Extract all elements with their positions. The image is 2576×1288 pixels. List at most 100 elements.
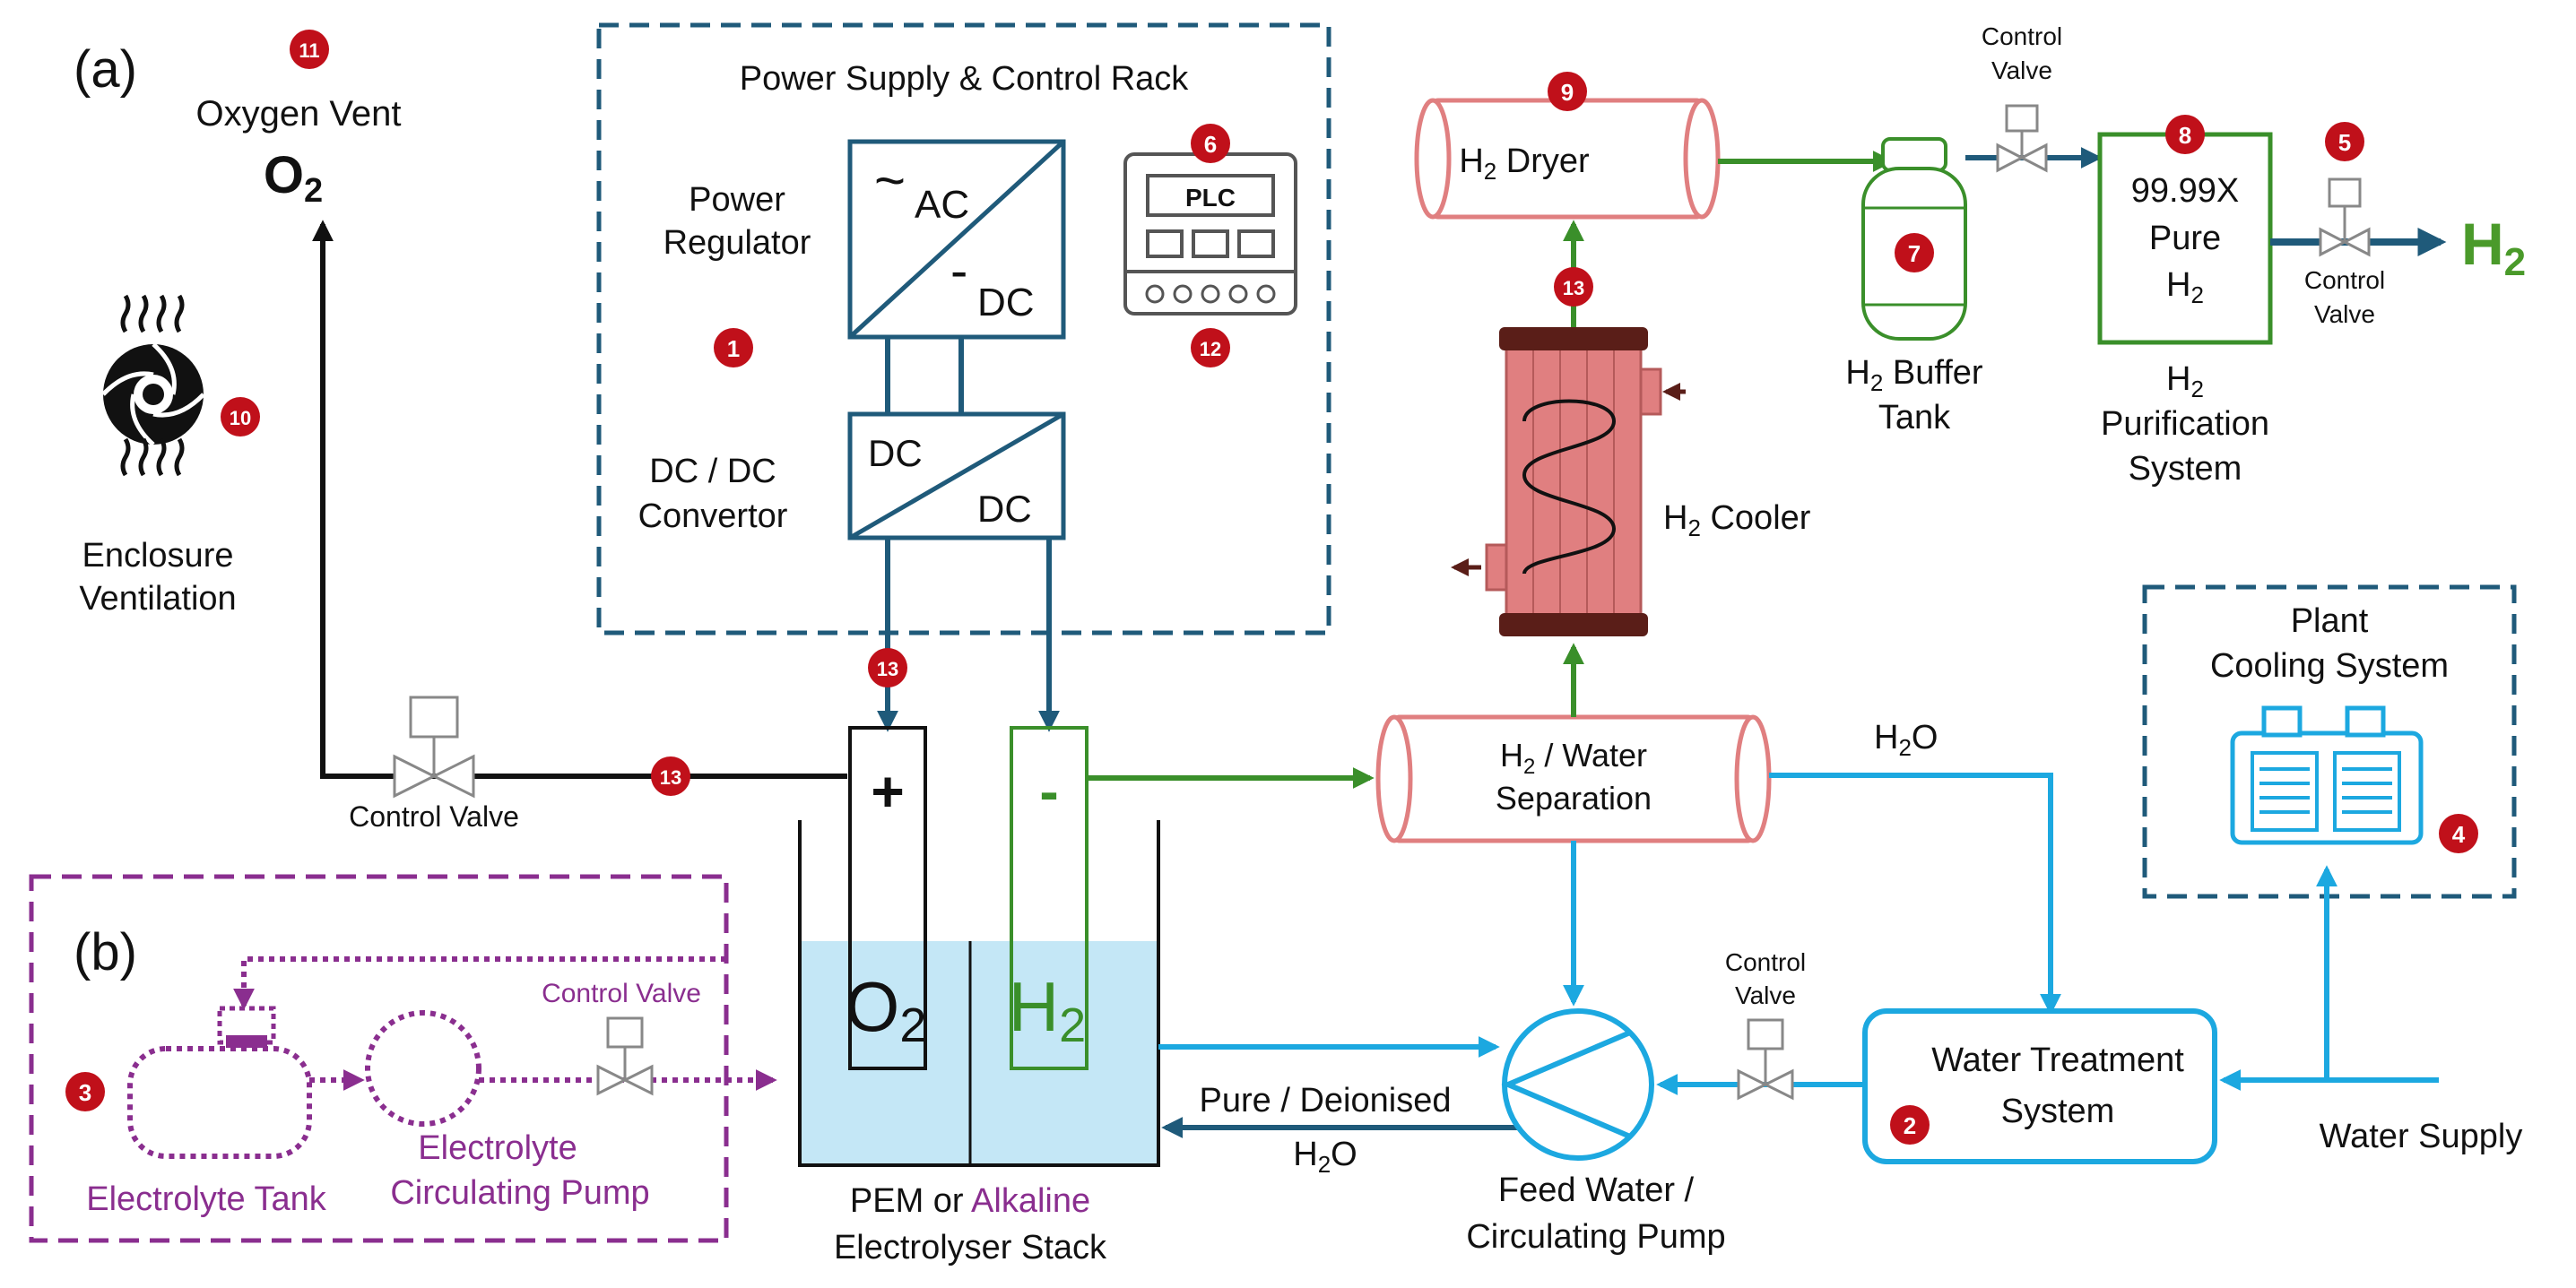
- badge-1: 1: [714, 328, 753, 367]
- badge-10: 10: [221, 397, 260, 437]
- svg-text:5: 5: [2338, 129, 2351, 156]
- svg-text:10: 10: [230, 407, 251, 429]
- badge-7: 7: [1895, 233, 1934, 272]
- electrolyte-control-valve-icon[interactable]: [596, 1016, 654, 1096]
- feedwater-valve-label-1: Control: [1725, 948, 1806, 976]
- anode-electrode: + O2: [846, 726, 927, 1070]
- cathode-electrode: - H2: [1009, 726, 1089, 1070]
- cooler-label: H2 Cooler: [1663, 499, 1811, 541]
- dryer-label: H2 Dryer: [1459, 143, 1590, 185]
- ventilation-fan-icon: [101, 294, 205, 477]
- svg-text:12: 12: [1200, 338, 1221, 360]
- badge-8: 8: [2165, 115, 2205, 154]
- svg-text:6: 6: [1204, 131, 1217, 158]
- plant-cooling-label-2: Cooling System: [2210, 647, 2449, 685]
- oxygen-control-valve-label: Control Valve: [349, 800, 519, 833]
- cooling-tower-icon: [2230, 705, 2424, 845]
- buffer-valve-label-1: Control: [1982, 22, 2062, 50]
- h2-dryer-vessel: [1414, 98, 1721, 220]
- svg-text:~: ~: [874, 151, 906, 211]
- power-regulator-label-1: Power: [689, 181, 785, 219]
- feed-water-pump-icon: [1501, 1008, 1654, 1161]
- stack-label-2: Electrolyser Stack: [834, 1229, 1107, 1266]
- purification-label-2: Purification: [2101, 405, 2269, 443]
- purification-label-3: System: [2129, 450, 2242, 488]
- water-treatment-box: [1862, 1008, 2217, 1164]
- oxygen-vent-label: Oxygen Vent: [195, 94, 401, 134]
- purity-label-1: 99.99X: [2131, 172, 2239, 210]
- svg-text:O2: O2: [846, 967, 927, 1052]
- svg-text:13: 13: [877, 658, 898, 680]
- purity-label-2: Pure: [2149, 220, 2221, 257]
- output-valve-label-1: Control: [2304, 266, 2385, 294]
- badge-13-cooler: 13: [1554, 267, 1593, 307]
- plant-cooling-label-1: Plant: [2291, 602, 2369, 640]
- plc-controller-icon: PLC: [1123, 152, 1297, 316]
- svg-text:+: +: [871, 759, 904, 824]
- purity-label-3: H2: [2166, 266, 2204, 308]
- pure-water-label-2: H2O: [1293, 1136, 1357, 1178]
- h2o-return-label: H2O: [1874, 719, 1938, 761]
- badge-6: 6: [1191, 124, 1230, 163]
- h2-water-separator-vessel: [1375, 714, 1772, 843]
- enclosure-ventilation-label-1: Enclosure: [82, 537, 234, 575]
- svg-text:DC: DC: [868, 432, 923, 474]
- badge-13-oxygen: 13: [651, 756, 690, 796]
- water-treatment-label-2: System: [2001, 1093, 2115, 1130]
- separator-label-2: Separation: [1496, 780, 1652, 817]
- panel-label-b: (b): [74, 923, 137, 981]
- water-treatment-label-1: Water Treatment: [1931, 1042, 2184, 1079]
- svg-text:3: 3: [79, 1079, 91, 1106]
- electrolyser-stack: [798, 820, 1160, 1167]
- svg-text:4: 4: [2452, 821, 2466, 848]
- output-valve-label-2: Valve: [2314, 300, 2375, 328]
- svg-text:7: 7: [1908, 240, 1921, 267]
- dc-dc-converter: DC DC: [847, 411, 1066, 540]
- badge-5: 5: [2325, 122, 2364, 161]
- separator-label-1: H2 / Water: [1500, 737, 1647, 779]
- buffer-valve-label-2: Valve: [1991, 56, 2052, 84]
- electrolyte-pump-label-2: Circulating Pump: [390, 1174, 649, 1212]
- water-supply-label: Water Supply: [2320, 1118, 2523, 1155]
- water-line-separator-to-treatment: [1769, 773, 2061, 1016]
- badge-12: 12: [1191, 328, 1230, 367]
- feed-pump-label-1: Feed Water /: [1498, 1171, 1695, 1209]
- svg-text:1: 1: [727, 335, 740, 362]
- power-regulator-label-2: Regulator: [664, 224, 811, 262]
- o2-symbol: O2: [264, 146, 323, 210]
- electrolyte-pump-label-1: Electrolyte: [418, 1129, 577, 1167]
- svg-text:AC: AC: [915, 183, 969, 227]
- purification-label-1: H2: [2166, 360, 2204, 402]
- svg-text:H2: H2: [1009, 967, 1086, 1052]
- rack-title: Power Supply & Control Rack: [740, 60, 1190, 98]
- oxygen-control-valve-icon[interactable]: [393, 696, 475, 799]
- feedwater-valve-label-2: Valve: [1735, 981, 1796, 1009]
- output-control-valve-icon[interactable]: [2319, 177, 2371, 257]
- feedwater-control-valve-icon[interactable]: [1737, 1018, 1794, 1101]
- badge-2: 2: [1890, 1105, 1930, 1145]
- badge-4: 4: [2439, 814, 2478, 853]
- badge-11: 11: [290, 30, 329, 69]
- badge-9: 9: [1548, 72, 1587, 111]
- svg-text:2: 2: [1904, 1112, 1916, 1139]
- badge-13-stack: 13: [868, 648, 907, 687]
- buffer-control-valve-icon[interactable]: [1996, 104, 2048, 173]
- svg-text:-: -: [1039, 759, 1058, 824]
- h2-cooler-exchanger: [1451, 327, 1686, 636]
- dcdc-converter-label-1: DC / DC: [649, 453, 776, 490]
- buffer-tank-label-2: Tank: [1878, 399, 1951, 437]
- svg-text:DC: DC: [977, 281, 1035, 324]
- electrolyte-loop-frame: [29, 874, 729, 1243]
- badge-3: 3: [65, 1072, 105, 1111]
- stack-label-1: PEM or Alkaline: [850, 1182, 1090, 1220]
- svg-text:8: 8: [2179, 122, 2191, 149]
- panel-label-a: (a): [74, 40, 137, 99]
- electrolyte-tank-label: Electrolyte Tank: [86, 1180, 327, 1218]
- feed-pump-label-2: Circulating Pump: [1466, 1218, 1725, 1256]
- svg-text:9: 9: [1561, 79, 1574, 106]
- svg-text:13: 13: [1563, 277, 1584, 299]
- electrolyte-tank-icon: [127, 1006, 312, 1159]
- pure-water-label-1: Pure / Deionised: [1200, 1082, 1452, 1119]
- svg-text:-: -: [950, 242, 967, 300]
